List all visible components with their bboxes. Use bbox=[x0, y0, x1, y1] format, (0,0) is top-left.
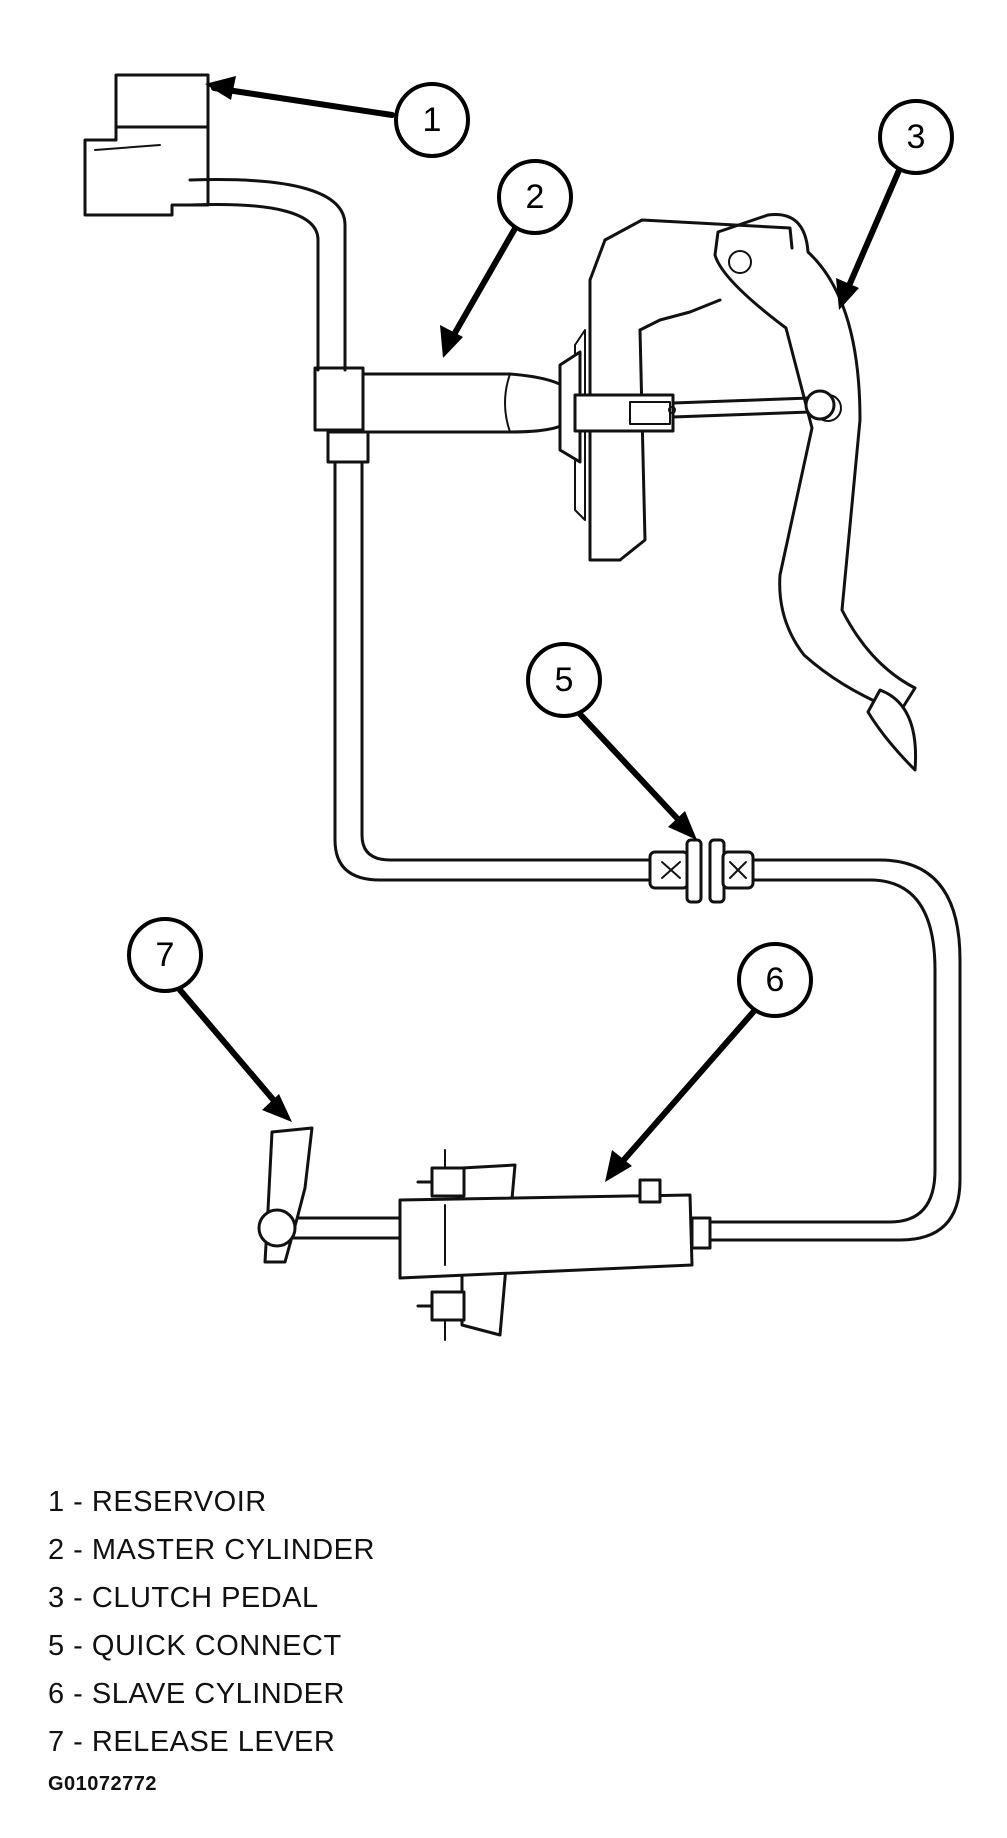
callout-7-label: 7 bbox=[156, 936, 175, 974]
callout-5: 5 bbox=[526, 642, 697, 840]
release-lever bbox=[257, 1126, 314, 1264]
hydraulic-line-upper bbox=[326, 430, 657, 882]
callout-6-label: 6 bbox=[766, 961, 785, 999]
legend-item-clutch-pedal: 3 - CLUTCH PEDAL bbox=[48, 1582, 319, 1614]
legend-item-quick-connect: 5 - QUICK CONNECT bbox=[48, 1630, 342, 1662]
hydraulic-line-lower bbox=[690, 858, 962, 1250]
figure-code: G01072772 bbox=[48, 1773, 158, 1795]
callout-5-label: 5 bbox=[555, 661, 574, 699]
quick-connect bbox=[648, 838, 755, 904]
legend-item-master-cylinder: 2 - MASTER CYLINDER bbox=[48, 1534, 375, 1566]
callout-3-label: 3 bbox=[907, 118, 926, 156]
reservoir bbox=[83, 73, 347, 372]
clutch-pedal bbox=[713, 212, 918, 772]
legend-item-slave-cylinder: 6 - SLAVE CYLINDER bbox=[48, 1678, 345, 1710]
legend-item-reservoir: 1 - RESERVOIR bbox=[48, 1486, 267, 1518]
callout-1-label: 1 bbox=[423, 101, 442, 139]
legend: 1 - RESERVOIR 2 - MASTER CYLINDER 3 - CL… bbox=[48, 1478, 648, 1766]
legend-item-release-lever: 7 - RELEASE LEVER bbox=[48, 1726, 336, 1758]
callout-7: 7 bbox=[127, 917, 292, 1122]
callout-2: 2 bbox=[440, 159, 573, 358]
callout-1: 1 bbox=[205, 76, 470, 158]
callout-3: 3 bbox=[836, 99, 954, 310]
slave-cylinder bbox=[290, 1149, 694, 1341]
master-cylinder bbox=[313, 350, 836, 464]
callout-6: 6 bbox=[605, 942, 813, 1182]
callout-2-label: 2 bbox=[526, 178, 545, 216]
